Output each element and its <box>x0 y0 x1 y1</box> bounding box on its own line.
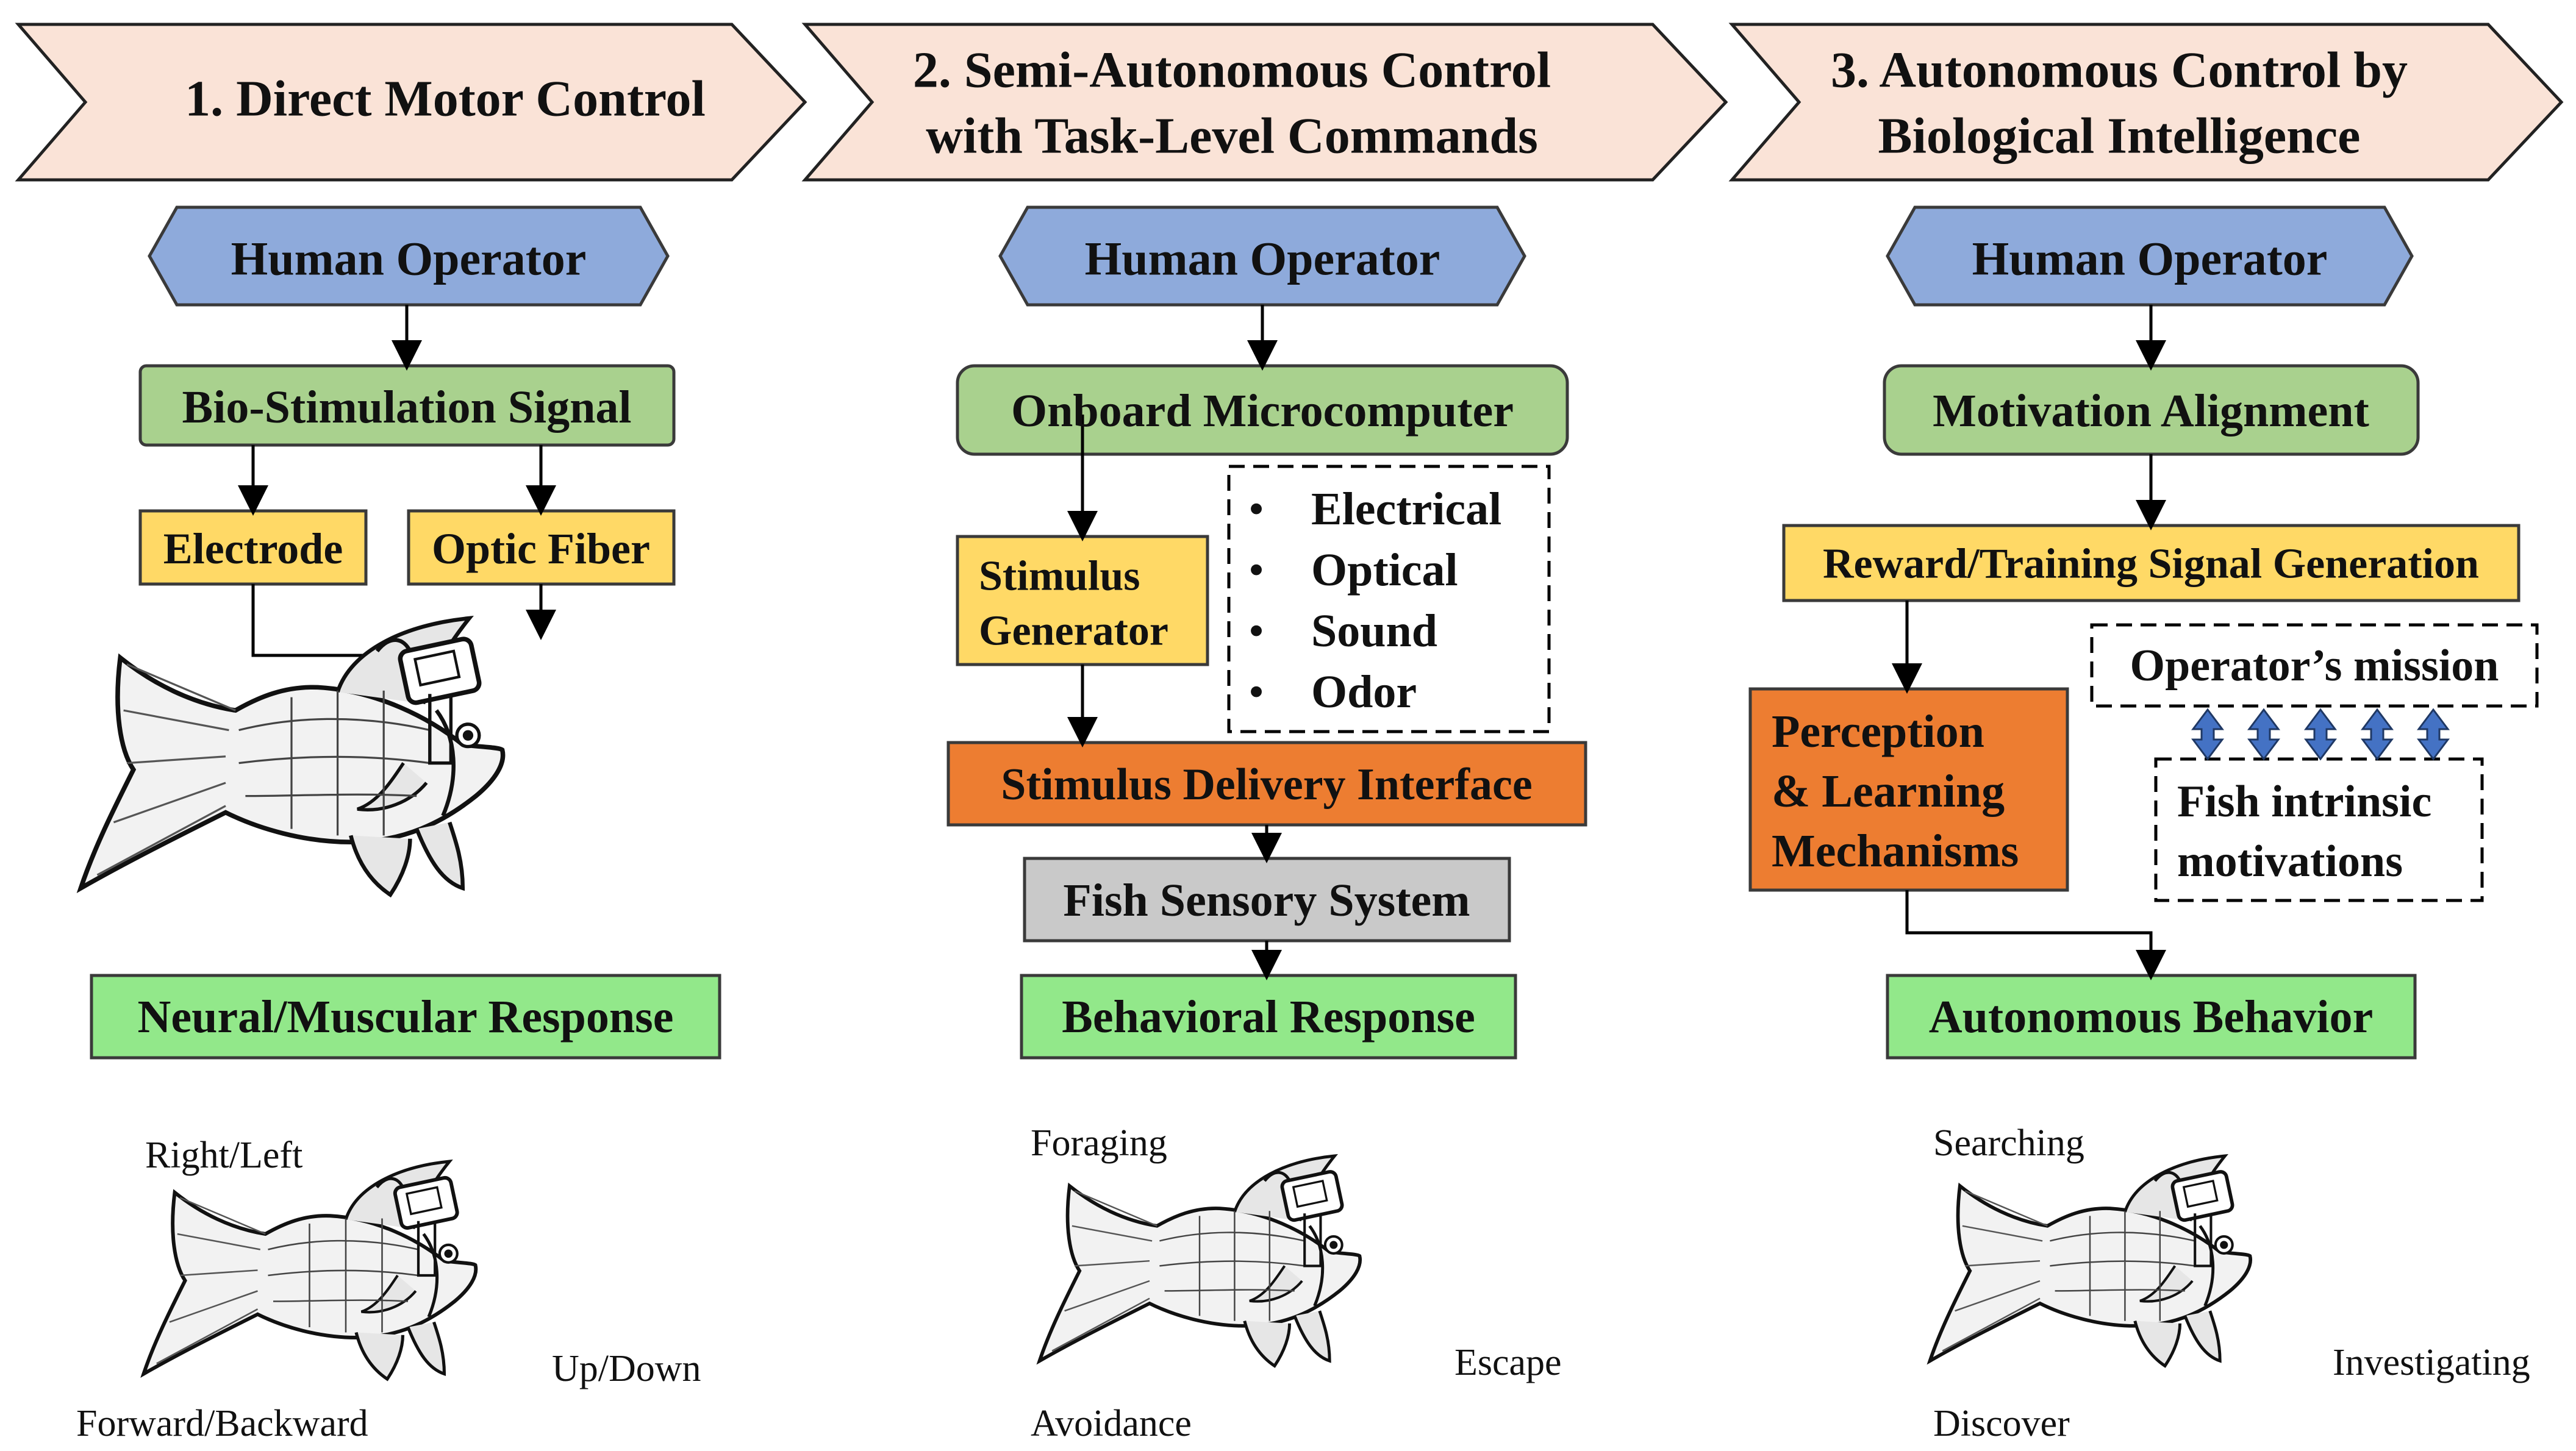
fish-sensory-label: Fish Sensory System <box>1063 875 1470 926</box>
stage-header-3 <box>1728 23 2564 182</box>
human-operator-node <box>148 205 670 307</box>
stage-title-3: Biological Intelligence <box>1878 108 2361 165</box>
stimulus-generator-label: Stimulus <box>979 553 1140 600</box>
operator-mission-label: Operator’s mission <box>2130 641 2499 691</box>
behavior-label: Searching <box>1933 1122 2084 1164</box>
human-operator-node <box>1886 205 2414 307</box>
stimulus-delivery-label: Stimulus Delivery Interface <box>1001 760 1532 810</box>
fish-task-command-illustration <box>1040 1156 1361 1366</box>
human-operator-label: Human Operator <box>1085 232 1440 285</box>
human-operator-label: Human Operator <box>231 232 587 285</box>
modalities-box <box>1227 465 1551 733</box>
microcomputer-label: Onboard Microcomputer <box>1011 385 1514 437</box>
behavior-label: Forward/Backward <box>76 1403 368 1444</box>
perception-learning-label: Mechanisms <box>1772 825 2019 877</box>
human-operator-node <box>998 205 1526 307</box>
modality-bullet: • <box>1249 670 1263 715</box>
reward-signal-node <box>1782 524 2521 602</box>
modality-sound: Sound <box>1311 605 1437 657</box>
electrode-label: Electrode <box>163 524 343 573</box>
stage-title-2: 2. Semi-Autonomous Control <box>913 42 1551 99</box>
autonomous-behavior-label: Autonomous Behavior <box>1929 991 2373 1043</box>
double-arrow-icon <box>2304 708 2337 761</box>
behavioral-response-label: Behavioral Response <box>1062 991 1475 1043</box>
double-arrow-icon <box>2361 708 2394 761</box>
fish-motivations-box <box>2154 757 2484 902</box>
operator-mission-box <box>2090 623 2539 708</box>
neural-response-node <box>90 974 721 1060</box>
double-arrow-icon <box>2247 708 2280 761</box>
stage-title-2: with Task-Level Commands <box>926 108 1538 165</box>
modality-bullet: • <box>1249 487 1263 532</box>
behavioral-response-node <box>1020 974 1517 1060</box>
stage-title-1: 1. Direct Motor Control <box>185 71 706 127</box>
behavior-label: Discover <box>1933 1403 2070 1444</box>
fish-autonomous-illustration <box>1930 1156 2251 1366</box>
perception-learning-label: & Learning <box>1772 766 2005 817</box>
fish-sensory-node <box>1023 857 1511 943</box>
bio-stimulation-label: Bio-Stimulation Signal <box>182 382 632 433</box>
perception-learning-node <box>1748 687 2069 892</box>
behavior-label: Investigating <box>2333 1342 2530 1383</box>
modality-bullet: • <box>1249 609 1263 654</box>
autonomous-behavior-node <box>1886 974 2417 1060</box>
fish-with-implant-illustration <box>80 618 503 895</box>
neural-response-label: Neural/Muscular Response <box>138 991 674 1043</box>
stage-header-1 <box>15 23 807 182</box>
fish-motor-control-illustration <box>143 1161 476 1379</box>
fish-motivations-label: motivations <box>2177 836 2403 886</box>
stimulus-generator-label: Generator <box>979 608 1168 655</box>
behavior-label: Foraging <box>1031 1122 1167 1164</box>
fish-motivations-label: Fish intrinsic <box>2177 777 2431 827</box>
modality-bullet: • <box>1249 548 1263 593</box>
modality-electrical: Electrical <box>1311 483 1501 535</box>
modality-optical: Optical <box>1311 544 1458 596</box>
modality-odor: Odor <box>1311 666 1417 718</box>
stage-title-3: 3. Autonomous Control by <box>1831 42 2408 99</box>
motivation-alignment-label: Motivation Alignment <box>1933 385 2369 437</box>
double-arrow-icon <box>2191 708 2224 761</box>
perception-learning-label: Perception <box>1772 706 1984 757</box>
stage-header-2 <box>801 23 1728 182</box>
optic-fiber-label: Optic Fiber <box>432 524 650 573</box>
behavior-label: Right/Left <box>145 1135 302 1176</box>
arrow-perception-to-behavior <box>1905 890 2166 980</box>
reward-signal-label: Reward/Training Signal Generation <box>1823 541 2479 588</box>
human-operator-label: Human Operator <box>1972 232 2328 285</box>
behavior-label: Avoidance <box>1031 1403 1192 1444</box>
behavior-label: Escape <box>1454 1342 1562 1383</box>
double-arrow-icon <box>2417 708 2450 761</box>
behavior-label: Up/Down <box>552 1348 701 1389</box>
